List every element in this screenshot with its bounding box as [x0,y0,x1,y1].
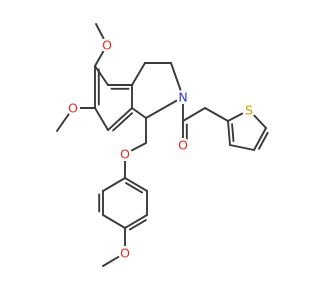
bond-t3-t4 [229,144,255,151]
bond-ph1-ph2 [102,177,126,192]
bond-c6-c5 [94,65,109,86]
oxygen-atom-label: O [120,147,130,162]
bond-ph4-ph5 [124,214,148,229]
bond-c8a-c8 [107,107,133,131]
bond-ph3-ph4 [102,214,126,229]
oxygen-atom-label: O [178,138,188,153]
bond-c4a-c4 [131,62,146,86]
bond-layer [56,23,269,267]
oxygen-atom-label-background [176,138,190,152]
bond-t2-t3-double [231,123,235,143]
nitrogen-atom-label-background [176,90,190,104]
oxygen-atom-label-background [66,101,80,115]
bond-ch2b-t2 [204,107,229,122]
atom-label-layer: O O O O O N S [66,38,256,261]
sulfur-atom-label: S [245,103,253,118]
bond-c8-c8a-double [112,112,133,132]
oxygen-atom-label: O [102,38,112,53]
bond-n2-c1 [145,96,184,119]
molecule-structure-diagram: O O O O O N S [56,23,269,267]
oxygen-atom-label: O [120,246,130,261]
oxygen-atom-label-background [118,147,132,161]
bond-t4-t5 [253,127,267,151]
bond-ph1-ph6-double [125,182,144,194]
oxygen-atom-label-background [100,38,114,52]
oxygen-atom-label-background [118,246,132,260]
bond-t4-t5-double [258,131,269,150]
nitrogen-atom-label: N [178,90,187,105]
bond-cco-ch2b [182,107,206,122]
bond-c7-c8 [94,107,109,131]
bond-ph6-ph1 [124,177,148,192]
oxygen-atom-label: O [68,101,78,116]
bond-t2-t3 [227,120,231,146]
bond-ph4-ph5-double [128,219,147,231]
bond-c1-c8a [131,107,147,119]
sulfur-atom-label-background [242,103,256,117]
